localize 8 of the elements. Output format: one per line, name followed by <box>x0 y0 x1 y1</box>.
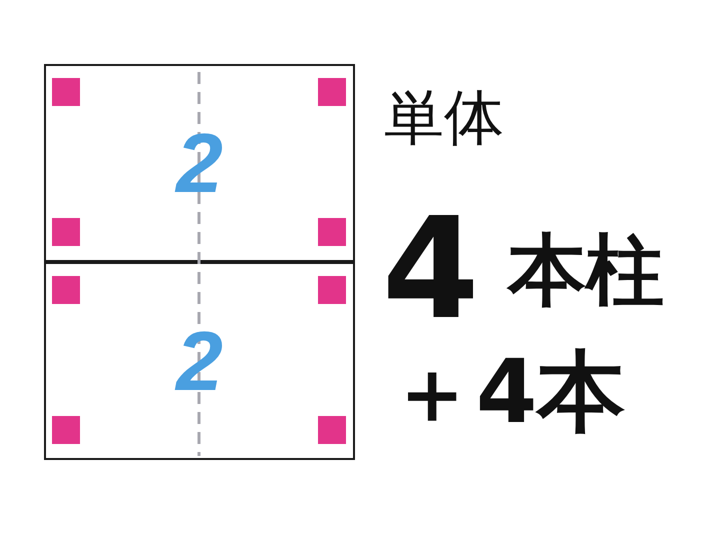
heading-text: ＋4本 <box>388 348 626 436</box>
panel-number: 2 <box>176 121 223 205</box>
panel-number: 2 <box>176 319 223 403</box>
heading-text: 本柱 <box>508 232 664 310</box>
heading-text: 4 <box>382 200 480 340</box>
panel-box <box>44 262 355 460</box>
panel-box <box>44 64 355 262</box>
heading-text: 単体 <box>384 88 504 148</box>
